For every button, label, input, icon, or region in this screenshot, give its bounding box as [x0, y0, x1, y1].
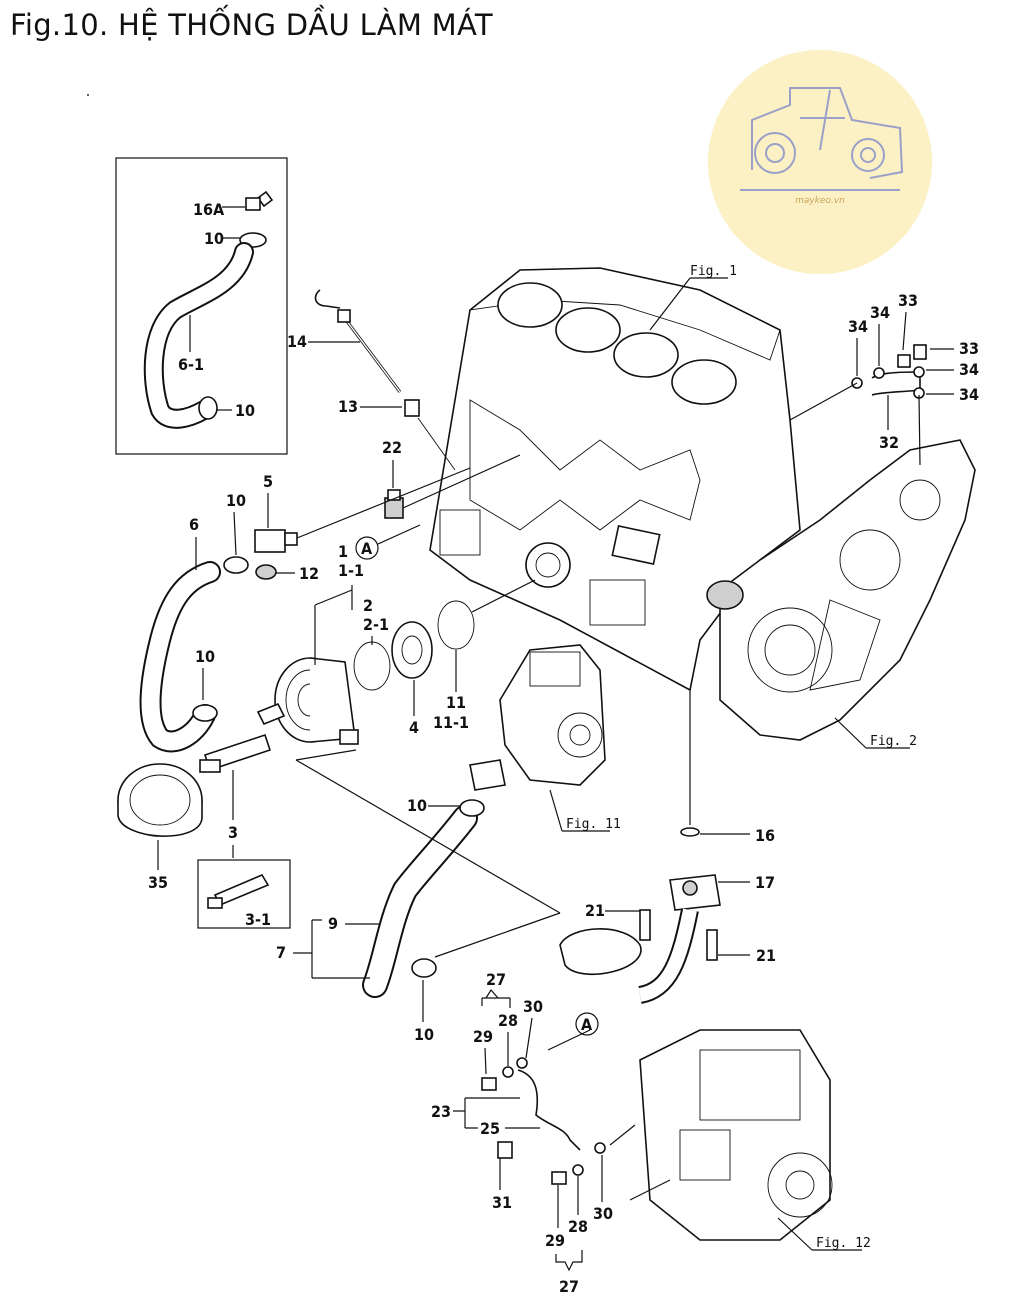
callout-10: 10 [204, 229, 224, 248]
engine-block [429, 267, 801, 692]
oil-pipe-32 [789, 344, 927, 466]
callout-2-1: 2-1 [363, 615, 389, 634]
callout-33: 33 [898, 291, 918, 310]
callout-28: 28 [568, 1217, 588, 1236]
callout-3: 3 [228, 823, 238, 842]
callout-34: 34 [959, 385, 979, 404]
callout-10: 10 [195, 647, 215, 666]
connector-5 [254, 467, 471, 580]
callout-31: 31 [492, 1193, 512, 1212]
callout-5: 5 [263, 472, 273, 491]
guide-lines [295, 585, 671, 1201]
callout-10: 10 [226, 491, 246, 510]
hose-9 [362, 799, 485, 998]
callouts: 16A 10 6-1 10 14 13 22 5 10 6 12 1 1-1 A… [148, 200, 979, 1296]
callout-34: 34 [959, 360, 979, 379]
dipstick [314, 289, 456, 471]
callout-13: 13 [338, 397, 358, 416]
callout-21: 21 [585, 901, 605, 920]
callout-23: 23 [431, 1102, 451, 1121]
oil-cooler [256, 579, 536, 745]
watermark-text: maykeo.vn [795, 196, 845, 206]
callout-27: 27 [559, 1277, 579, 1296]
callout-10: 10 [235, 401, 255, 420]
callout-34: 34 [848, 317, 868, 336]
callout-33: 33 [959, 339, 979, 358]
callout-11: 11 [446, 693, 466, 712]
callout-A: A [361, 539, 373, 558]
callout-32: 32 [879, 433, 899, 452]
watermark-logo: maykeo.vn [708, 50, 932, 274]
inset-box [115, 157, 288, 455]
callout-7: 7 [276, 943, 286, 962]
hose-6 [139, 556, 249, 753]
oil-pipe-23 [481, 1029, 636, 1185]
figure-references: Fig. 1 Fig. 2 Fig. 11 Fig. 12 [549, 264, 917, 1251]
callout-16A: 16A [193, 200, 225, 219]
callout-27: 27 [486, 970, 506, 989]
callout-6-1: 6-1 [178, 355, 204, 374]
callout-22: 22 [382, 438, 402, 457]
callout-3-1: 3-1 [245, 910, 271, 929]
callout-1-1: 1-1 [338, 561, 364, 580]
pressure-switch [384, 454, 521, 519]
page-title: Fig.10. HỆ THỐNG DẦU LÀM MÁT [10, 8, 493, 42]
callout-14: 14 [287, 332, 307, 351]
callout-11-1: 11-1 [433, 713, 469, 732]
callout-25: 25 [480, 1119, 500, 1138]
gear-case [706, 439, 976, 741]
callout-10: 10 [414, 1025, 434, 1044]
callout-16: 16 [755, 826, 775, 845]
callout-A: A [581, 1015, 593, 1034]
callout-1: 1 [338, 542, 348, 561]
oil-strainer [559, 688, 721, 1004]
page-dot [87, 94, 89, 96]
callout-4: 4 [409, 718, 419, 737]
callout-17: 17 [755, 873, 775, 892]
callout-21: 21 [756, 946, 776, 965]
callout-29: 29 [545, 1231, 565, 1250]
callout-6: 6 [189, 515, 199, 534]
callout-35: 35 [148, 873, 168, 892]
callout-34: 34 [870, 303, 890, 322]
injection-pump [639, 1029, 833, 1241]
callout-12: 12 [299, 564, 319, 583]
callout-30: 30 [523, 997, 543, 1016]
figure-ref-1: Fig. 1 [690, 264, 737, 279]
callout-29: 29 [473, 1027, 493, 1046]
figure-ref-12: Fig. 12 [816, 1236, 871, 1251]
figure-ref-2: Fig. 2 [870, 734, 917, 749]
oil-filter [117, 733, 291, 929]
callout-30: 30 [593, 1204, 613, 1223]
callout-28: 28 [498, 1011, 518, 1030]
callout-2: 2 [363, 596, 373, 615]
callout-10: 10 [407, 796, 427, 815]
figure-ref-11: Fig. 11 [566, 817, 621, 832]
callout-9: 9 [328, 914, 338, 933]
water-pump [469, 644, 606, 791]
